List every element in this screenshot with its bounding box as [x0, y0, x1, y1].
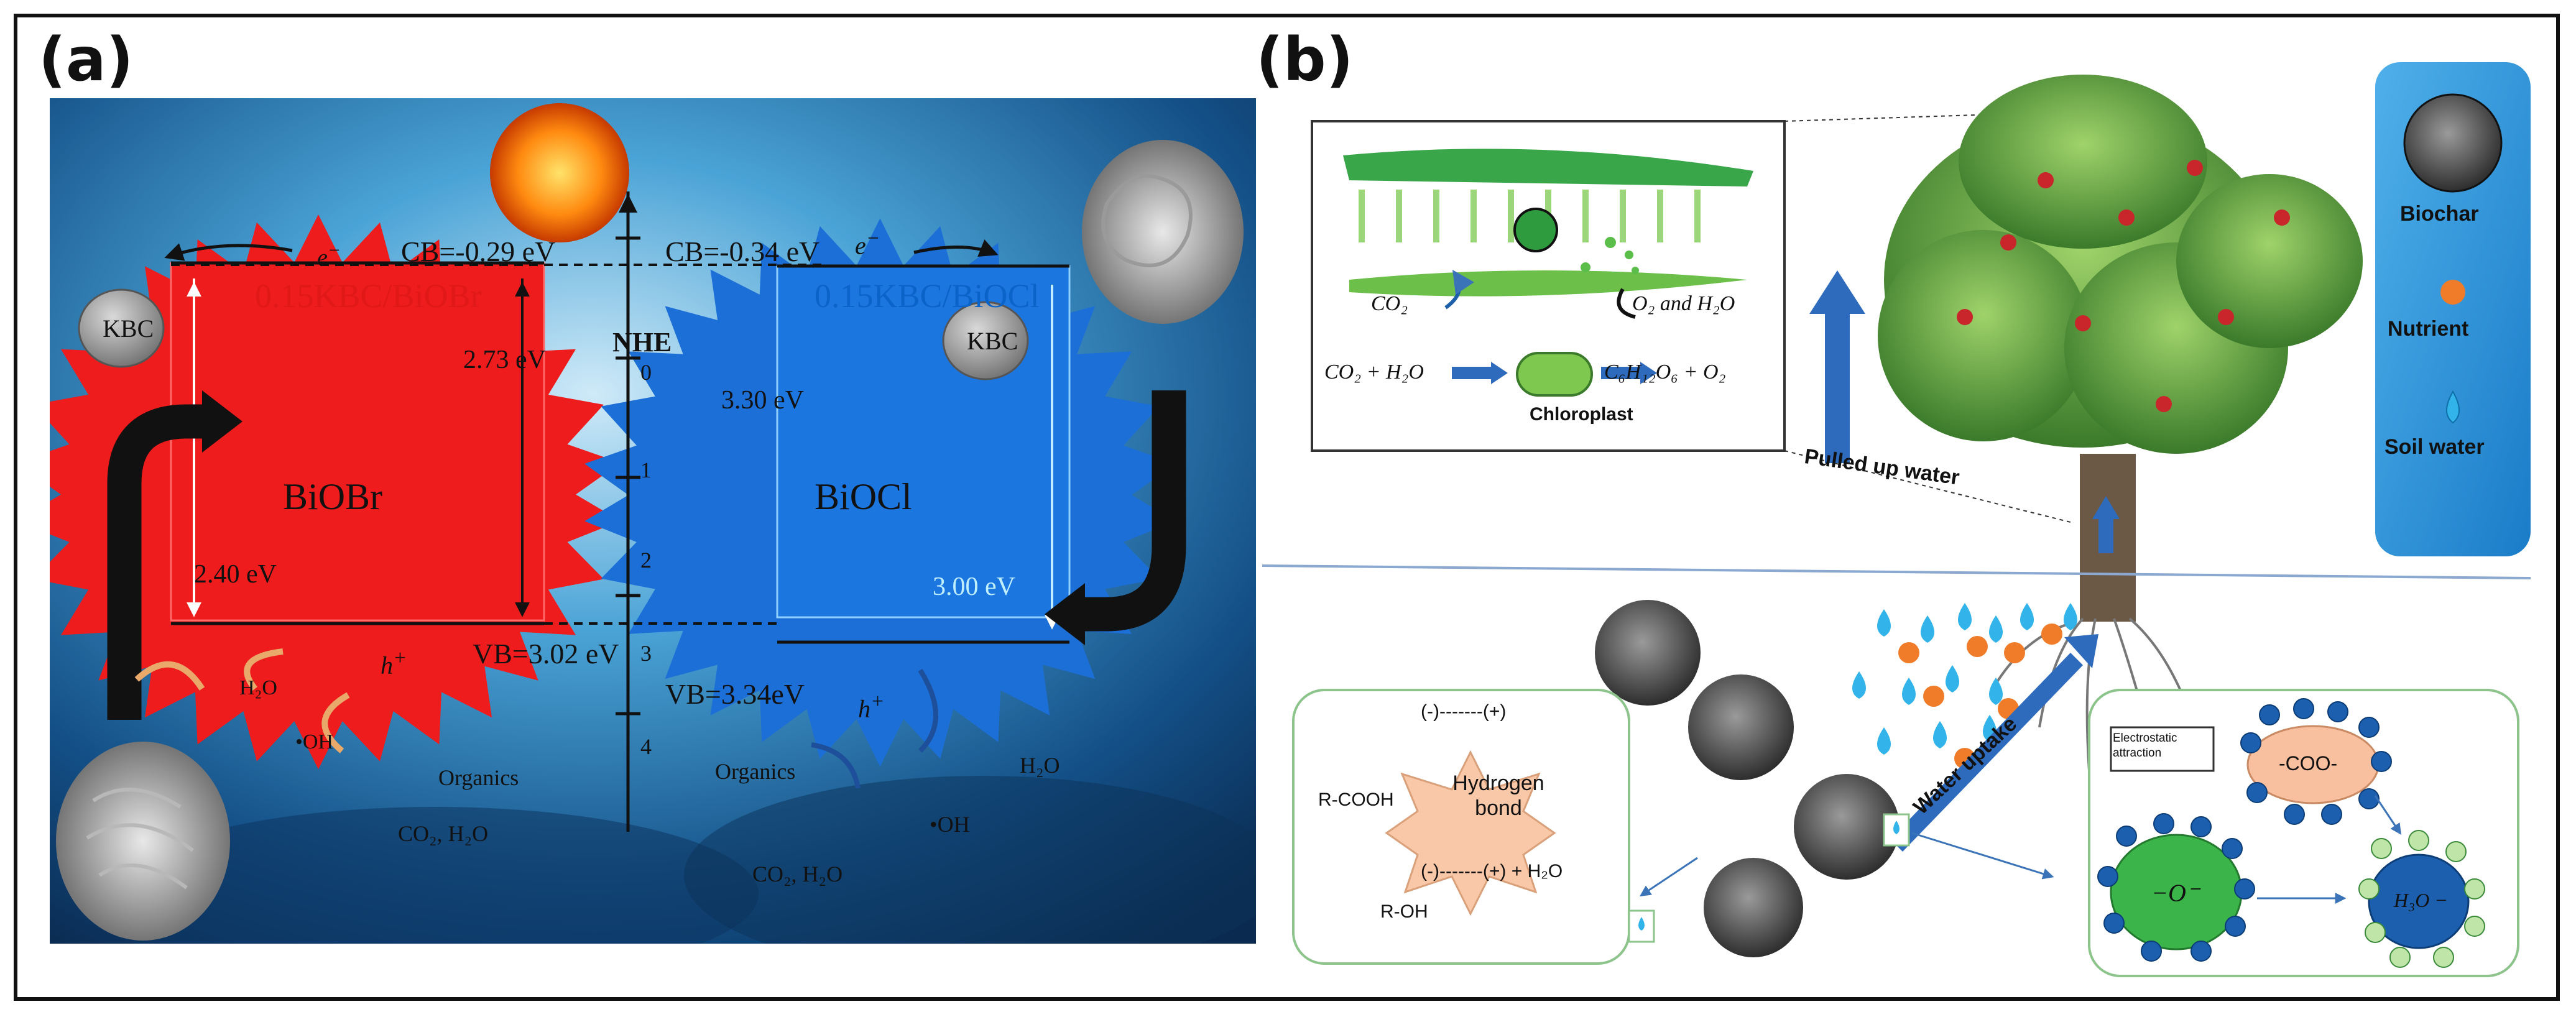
biochar-particle: [1704, 858, 1803, 957]
panel-a-diagram: [50, 98, 1256, 944]
panel-b-label: (b): [1256, 25, 1354, 94]
scale-tick-3: 3: [640, 641, 652, 666]
curved-arrow-right: [1076, 390, 1186, 632]
hbond-label: Hydrogen bond: [1452, 771, 1544, 820]
biocl-vb-label: VB=3.34eV: [665, 678, 805, 710]
biochar-particle: [1794, 774, 1900, 880]
soil-water-icon: [2446, 390, 2460, 424]
rcooh-label: R-COOH: [1318, 789, 1394, 810]
biocl-name: BiOCl: [815, 476, 912, 517]
chloroplast-label: Chloroplast: [1530, 404, 1633, 425]
organics-right: Organics: [715, 759, 796, 784]
scale-tick-4: 4: [640, 734, 652, 759]
curved-arrow-left: [107, 404, 208, 720]
hbond-top: (-)-------(+): [1421, 701, 1507, 722]
scale-tick-2: 2: [640, 548, 652, 573]
co2-label: CO₂: [1371, 292, 1408, 315]
biochar-particle: [1688, 674, 1794, 780]
nhe-axis-label: NHE: [612, 327, 672, 357]
hole-right: h+: [858, 690, 885, 723]
biochar-particle: [1595, 600, 1701, 706]
coo-label: -COO-: [2279, 752, 2338, 775]
nutrient-icon: [2440, 280, 2465, 305]
electron-left: e−: [317, 239, 341, 271]
hole-left: h+: [381, 647, 407, 679]
legend-soil-water: Soil water: [2384, 435, 2485, 459]
products-right: CO₂, H₂O: [752, 862, 843, 886]
kbc-right-label: KBC: [967, 327, 1018, 355]
biobr-gap-inner-label: 2.40 eV: [194, 560, 277, 589]
biocl-gap-inner-label: 3.00 eV: [933, 573, 1015, 601]
hydroxyl-right: •OH: [930, 812, 970, 837]
sem-image-bottom-left: [56, 742, 230, 941]
panel-b-diagram: [1262, 62, 2531, 977]
biobr-title: 0.15KBC/BiOBr: [255, 277, 482, 315]
chloroplast-icon: [1516, 352, 1593, 397]
kbc-particle-left: [78, 288, 165, 368]
o-minus-label: −O⁻: [2151, 879, 2199, 907]
hbond-bottom: (-)-------(+) + H₂O: [1421, 861, 1563, 881]
scale-tick-1: 1: [640, 458, 652, 482]
biocl-cb-label: CB=-0.34 eV: [665, 236, 820, 267]
o2-h2o-label: O₂ and H₂O: [1632, 292, 1735, 315]
reactants-label: CO₂ + H₂O: [1324, 361, 1424, 384]
biocl-title: 0.15KBC/BiOCl: [815, 277, 1040, 315]
kbc-particle-right: [942, 301, 1029, 380]
biobr-name: BiOBr: [283, 476, 383, 517]
roh-label: R-OH: [1380, 901, 1428, 922]
water-left: H₂O: [239, 676, 277, 699]
legend-nutrient: Nutrient: [2388, 317, 2469, 341]
h3o-group: [2368, 854, 2470, 949]
hydrogen-bond-star: [1385, 750, 1556, 916]
electrostatic-label: Electrostatic attraction: [2113, 732, 2177, 760]
legend-biochar: Biochar: [2400, 202, 2479, 226]
products-label: C₆H₁₂O₆ + O₂: [1604, 361, 1726, 384]
biobr-gap-label: 2.73 eV: [463, 346, 546, 374]
h3o-label: H₃O −: [2394, 889, 2448, 911]
water-uptake-arrow: [1890, 653, 2083, 852]
kbc-left-label: KBC: [103, 315, 154, 343]
biobr-vb-label: VB=3.02 eV: [473, 638, 619, 670]
sun-icon: [490, 103, 629, 242]
panel-a-label: (a): [39, 25, 134, 94]
hydroxyl-left: •OH: [295, 730, 334, 753]
biobr-cb-label: CB=-0.29 eV: [401, 236, 556, 267]
legend-panel: [2375, 62, 2531, 556]
water-right: H₂O: [1020, 753, 1060, 778]
sem-image-top-right: [1082, 140, 1244, 324]
biochar-icon: [2403, 93, 2503, 193]
biocl-gap-label: 3.30 eV: [721, 386, 804, 415]
organics-left: Organics: [438, 765, 519, 790]
products-left: CO₂, H₂O: [398, 821, 489, 846]
scale-tick-0: 0: [640, 360, 652, 385]
electron-right: e−: [855, 227, 880, 260]
cycle-icon: [1513, 208, 1558, 252]
